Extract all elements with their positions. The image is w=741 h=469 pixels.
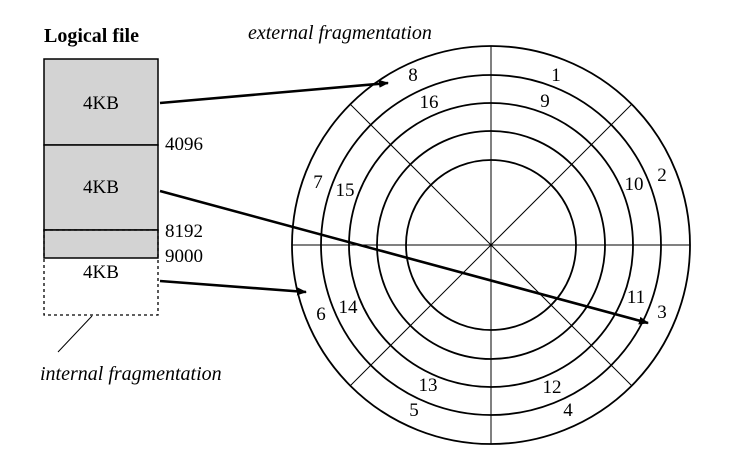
block-2-label: 4KB (83, 177, 119, 198)
sector-label-4: 4 (563, 400, 573, 421)
sector-label-7: 7 (313, 172, 323, 193)
block-2 (43, 144, 159, 231)
offset-9000: 9000 (165, 246, 203, 267)
disk (291, 45, 691, 445)
sector-label-6: 6 (316, 304, 326, 325)
sector-label-13: 13 (419, 375, 438, 396)
sector-label-11: 11 (627, 287, 645, 308)
sector-label-12: 12 (543, 377, 562, 398)
sector-label-9: 9 (540, 91, 550, 112)
sector-label-3: 3 (657, 302, 667, 323)
internal-fragmentation-pointer (57, 315, 93, 353)
block-3-label: 4KB (83, 262, 119, 283)
internal-fragmentation-label: internal fragmentation (40, 363, 222, 385)
offset-8192: 8192 (165, 221, 203, 242)
sector-label-10: 10 (625, 174, 644, 195)
sector-label-16: 16 (420, 92, 439, 113)
sector-divider-diagonal-2 (349, 103, 633, 387)
external-fragmentation-label: external fragmentation (248, 22, 432, 44)
sector-label-8: 8 (408, 65, 418, 86)
block-1 (43, 58, 159, 146)
sector-label-14: 14 (339, 297, 359, 318)
block-3-used (43, 229, 159, 259)
sector-label-15: 15 (336, 180, 355, 201)
arrow-block-3-to-sector-6 (159, 279, 307, 296)
sector-label-2: 2 (657, 165, 667, 186)
arrow-block-1-to-sector-8 (159, 79, 389, 105)
logical-file-title: Logical file (44, 25, 139, 47)
sector-label-5: 5 (409, 400, 419, 421)
sector-label-1: 1 (551, 65, 561, 86)
offset-4096: 4096 (165, 134, 203, 155)
arrow-block-2-to-sector-3 (159, 189, 649, 325)
block-3-outline (43, 229, 159, 316)
block-1-label: 4KB (83, 93, 119, 114)
